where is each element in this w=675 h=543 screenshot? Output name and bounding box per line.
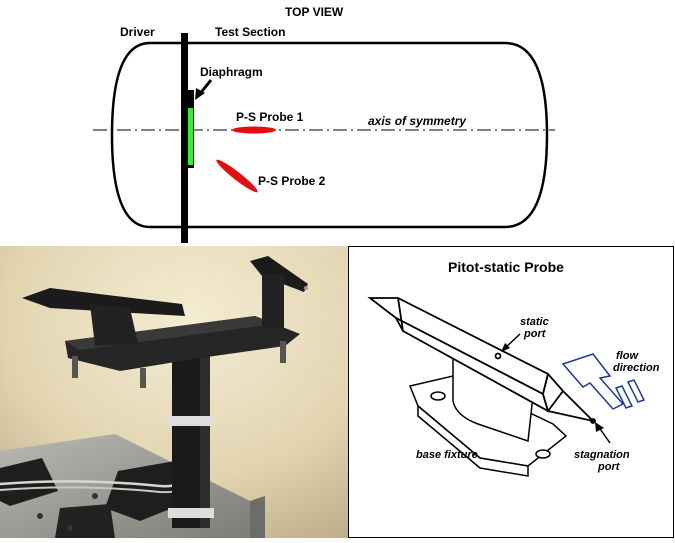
separator-wall (181, 33, 188, 243)
strap-top (168, 416, 214, 426)
probe-diagram-svg: Pitot-static Probe (348, 246, 674, 538)
photo-probe-2-stem (262, 274, 284, 329)
strap-bottom (168, 508, 214, 518)
diaphragm-label: Diaphragm (200, 65, 263, 79)
stagnation-port-label-1: stagnation (574, 449, 630, 461)
screw (67, 525, 73, 531)
standoff (140, 368, 146, 388)
axis-label: axis of symmetry (368, 114, 467, 128)
diaphragm-green (188, 108, 193, 165)
post-shadow (200, 356, 210, 528)
photo-probe-1-body (90, 304, 138, 346)
test-section-label: Test Section (215, 25, 285, 39)
screw (92, 493, 98, 499)
probe-2-label: P-S Probe 2 (258, 174, 326, 188)
stagnation-port-label-2: port (597, 461, 621, 473)
stagnation-port-arrowhead (595, 422, 604, 432)
top-view-title: TOP VIEW (285, 5, 344, 19)
pitot-static-probe-panel: Pitot-static Probe (348, 246, 675, 538)
photo-probe-1 (22, 288, 185, 316)
top-view-svg: TOP VIEW Driver Test Section Diaphragm P… (93, 5, 555, 243)
flow-label-1: flow (616, 350, 639, 362)
flow-direction-arrow (561, 353, 646, 410)
mounting-bar (65, 316, 300, 371)
probe-body (367, 297, 596, 424)
flow-label-2: direction (613, 362, 660, 374)
standoff (280, 341, 286, 363)
probe-1-shape (232, 126, 276, 134)
standoff (72, 356, 78, 378)
static-port-arrowhead (501, 343, 510, 352)
tank-outline (110, 41, 549, 229)
screw (37, 513, 43, 519)
probe-diagram-title: Pitot-static Probe (448, 259, 564, 275)
probe-1-label: P-S Probe 1 (236, 110, 304, 124)
plate-edge (250, 496, 265, 538)
base-fixture-label: base fixture (416, 449, 478, 461)
probe-2-shape (216, 159, 258, 193)
probe-tip-port (304, 286, 308, 290)
tape-bottom (55, 504, 115, 538)
photo-svg (0, 246, 348, 538)
probe-pedestal (452, 355, 534, 443)
top-view-diagram: TOP VIEW Driver Test Section Diaphragm P… (0, 0, 675, 245)
probe-photo (0, 246, 348, 538)
diaphragm-arrowhead (195, 88, 205, 100)
static-port-label-1: static (520, 316, 549, 328)
driver-label: Driver (120, 25, 155, 39)
static-port-label-2: port (523, 328, 547, 340)
